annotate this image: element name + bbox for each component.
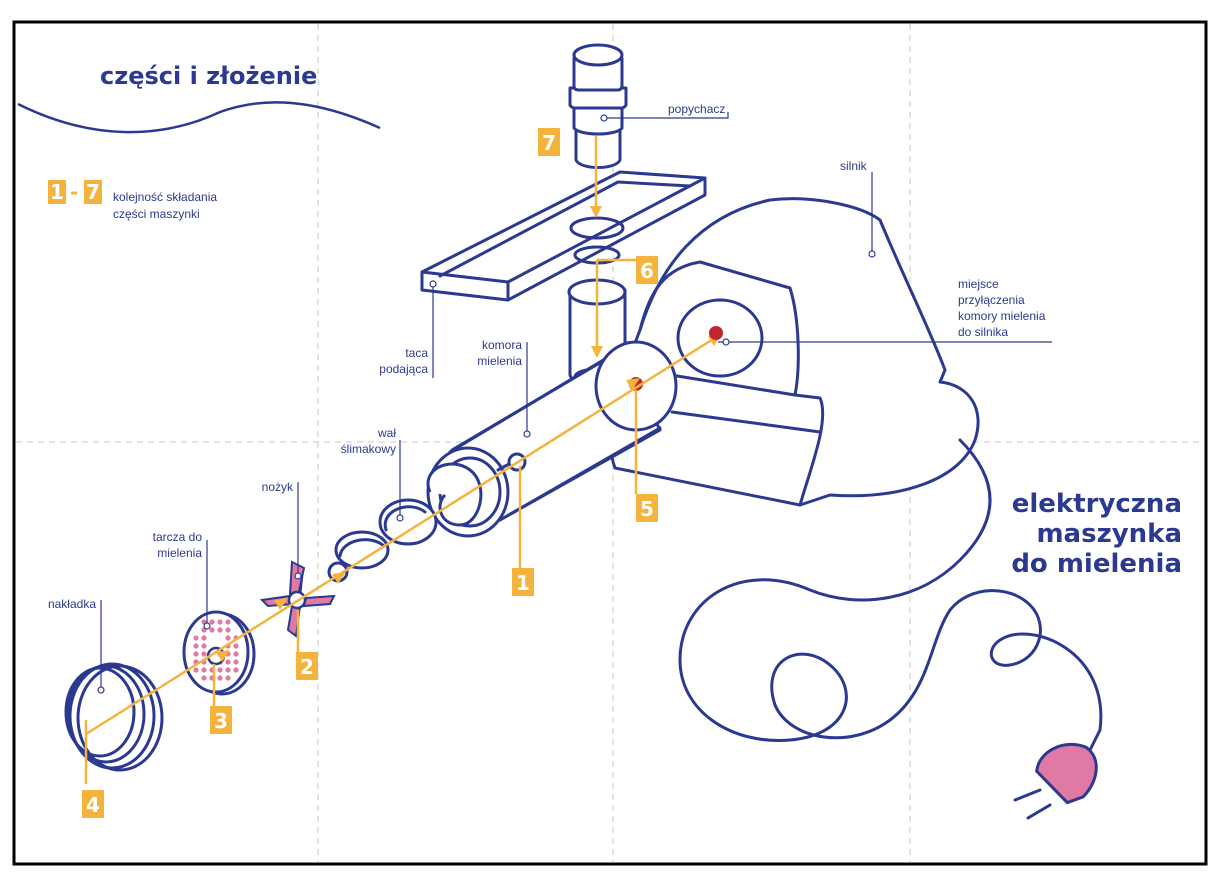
step-badge-3: 3 [210,706,232,734]
disc-hole [193,667,199,673]
disc-hole [193,643,199,649]
page-frame [12,20,1208,866]
svg-text:3: 3 [214,709,228,733]
legend-line-2: części maszynki [113,207,200,221]
label-silnik: silnik [840,159,868,173]
disc-hole [217,627,223,633]
step-badge-4: 4 [82,790,104,818]
label-tarcza-2: mielenia [157,546,202,560]
legend-badge-to-text: 7 [86,180,100,204]
leader-dot [203,622,211,630]
pusher [568,43,628,169]
legend-line-1: kolejność składania [113,190,217,204]
label-nakladka: nakładka [48,597,96,611]
leader-dot [523,430,531,438]
step-badge-7: 7 [538,128,560,156]
svg-text:2: 2 [300,655,314,679]
disc-hole [193,635,199,641]
label-miejsce-2: przyłączenia [958,293,1025,307]
plug-icon [1013,742,1098,820]
disc-hole [217,675,223,681]
leader-dot [868,250,876,258]
leader-dot [294,572,302,580]
disc-hole [225,635,231,641]
svg-text:7: 7 [542,131,556,155]
disc-hole [225,675,231,681]
leader-dot [396,514,404,522]
disc-hole [209,627,215,633]
label-taca-2: podająca [379,362,428,376]
label-wal-2: ślimakowy [341,442,396,456]
disc-hole [201,643,207,649]
legend-badge-from [48,180,66,204]
step-badge-6: 6 [636,256,658,284]
main-title-line-1: elektryczna [1012,489,1182,519]
leader-dot [97,686,105,694]
feed-tray [420,170,707,302]
disc-hole [217,619,223,625]
disc-hole [209,619,215,625]
svg-text:5: 5 [640,497,654,521]
label-taca-1: taca [405,346,428,360]
step-badge-5: 5 [636,494,658,522]
legend-dash: - [70,180,78,204]
label-wal-1: wał [377,426,396,440]
disc-hole [193,651,199,657]
disc-hole [201,675,207,681]
disc-hole [225,627,231,633]
label-miejsce-1: miejsce [958,277,999,291]
svg-text:4: 4 [86,793,100,817]
motor [609,197,980,507]
disc-hole [233,643,239,649]
step-badge-2: 2 [296,652,318,680]
legend-badge-to [84,180,102,204]
label-nozyk: nożyk [262,480,294,494]
label-popychacz: popychacz [668,102,725,116]
main-title-line-3: do mielenia [1011,549,1182,579]
disc-hole [225,667,231,673]
label-miejsce-4: do silnika [958,325,1008,339]
motor-coupling [709,326,723,340]
label-tarcza-1: tarcza do [153,530,203,544]
disc-hole [233,659,239,665]
leader-dot [722,338,730,346]
legend-badge-from-text: 1 [50,180,64,204]
section-title: części i złożenie [100,62,317,90]
leader-dot [429,280,437,288]
disc-hole [225,619,231,625]
disc-hole [201,667,207,673]
step-badge-1: 1 [512,568,534,596]
label-miejsce-3: komory mielenia [958,309,1046,323]
label-komora-2: mielenia [477,354,522,368]
power-cable [678,438,1103,762]
disc-hole [225,659,231,665]
svg-text:6: 6 [640,259,654,283]
leader-dot [600,114,608,122]
label-komora-1: komora [482,338,522,352]
title-wave [17,101,381,134]
svg-text:1: 1 [516,571,530,595]
disc-hole [233,667,239,673]
disc-hole [201,635,207,641]
leader-popychacz [604,112,729,119]
disc-hole [217,667,223,673]
disc-hole [233,651,239,657]
main-title-line-2: maszynka [1036,519,1182,549]
disc-hole [201,651,207,657]
